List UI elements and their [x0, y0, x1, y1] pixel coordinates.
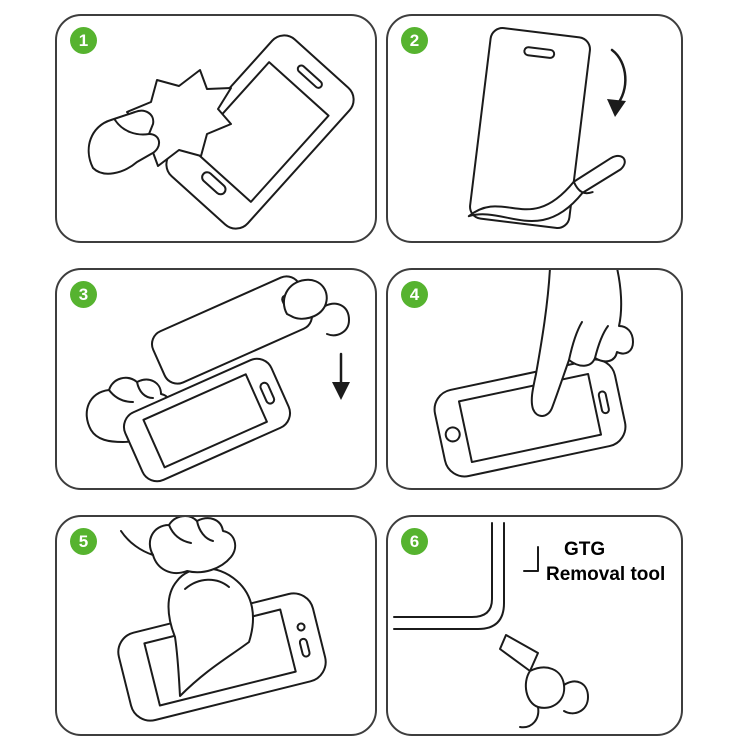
step-2-panel: 2 — [386, 14, 683, 243]
step-6-panel: 6 GTG Removal tool — [386, 515, 683, 736]
holding-fingers — [282, 278, 350, 337]
wiping-hand — [87, 109, 160, 175]
step-1-panel: 1 — [55, 14, 377, 243]
gtg-label-line-2: Removal tool — [546, 564, 666, 585]
glass-corner — [393, 522, 505, 630]
removal-tool — [499, 634, 539, 672]
screen-protector — [469, 26, 591, 230]
gtg-removal-tool-label: GTG Removal tool — [546, 537, 665, 587]
step-3-panel: 3 — [55, 268, 377, 490]
step-2-number: 2 — [409, 30, 420, 50]
step-6-badge: 6 — [401, 528, 428, 555]
step-4-illustration — [433, 270, 634, 478]
peeling-hand — [120, 517, 237, 574]
pressing-hand — [530, 270, 634, 417]
arrow-down-icon — [332, 352, 350, 400]
curved-arrow-down-icon — [607, 48, 627, 117]
step-1-illustration — [87, 34, 355, 230]
step-1-number: 1 — [78, 30, 89, 50]
holding-hand — [519, 666, 589, 729]
step-5-illustration — [117, 517, 327, 722]
step-6-illustration — [393, 522, 589, 729]
step-1-badge: 1 — [70, 27, 97, 54]
step-5-badge: 5 — [70, 528, 97, 555]
step-3-badge: 3 — [70, 281, 97, 308]
step-2-illustration — [467, 26, 627, 230]
step-3-number: 3 — [78, 284, 89, 304]
step-5-number: 5 — [78, 531, 89, 551]
step-4-number: 4 — [409, 284, 420, 304]
phone — [433, 358, 627, 478]
gtg-label-line-1: GTG — [564, 539, 606, 560]
step-4-badge: 4 — [401, 281, 428, 308]
step-3-illustration — [85, 275, 350, 483]
label-leader-line — [523, 546, 539, 572]
step-6-number: 6 — [409, 531, 420, 551]
step-2-badge: 2 — [401, 27, 428, 54]
phone — [122, 357, 292, 483]
step-4-panel: 4 — [386, 268, 683, 490]
peeling-film — [467, 154, 626, 222]
step-5-panel: 5 — [55, 515, 377, 736]
